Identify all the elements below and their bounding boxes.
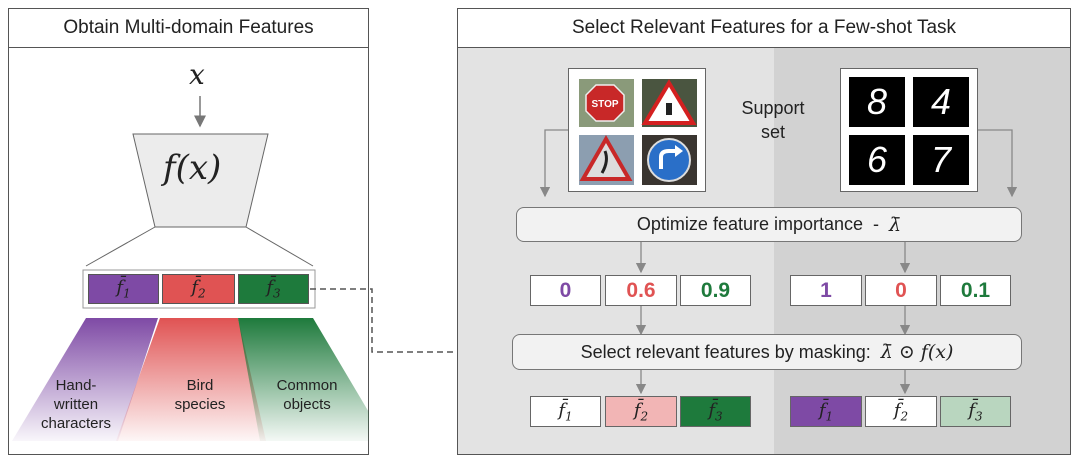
mnist-digit: 8	[849, 77, 905, 127]
left-panel: Obtain Multi-domain Features	[8, 8, 369, 455]
weight-box: 1	[790, 275, 862, 306]
mask-label: Select relevant features by masking:	[580, 341, 881, 362]
domain-handwritten	[12, 318, 158, 441]
domain-label-objects: Common objects	[276, 377, 338, 413]
feature-f1: f̄1	[88, 274, 159, 304]
output-feature-box: f̄2	[865, 396, 937, 427]
lambda-symbol: λ̄	[889, 213, 902, 236]
domain-label-handwritten: Hand- written characters	[40, 377, 112, 432]
left-panel-title: Obtain Multi-domain Features	[9, 9, 368, 48]
optimize-box: Optimize feature importance - λ̄	[516, 207, 1022, 242]
mnist-digit: 7	[913, 135, 969, 185]
weight-box: 0.6	[605, 275, 677, 306]
output-feature-box: f̄1	[790, 396, 862, 427]
weight-box: 0.9	[680, 275, 751, 306]
extractor-label: f(x)	[163, 148, 222, 188]
feature-f3: f̄3	[238, 274, 309, 304]
mnist-digit: 4	[913, 77, 969, 127]
optimize-label: Optimize feature importance -	[636, 214, 890, 234]
support-set-label: Support set	[741, 98, 805, 142]
input-x: x	[189, 58, 205, 91]
weight-box: 0	[865, 275, 937, 306]
domain-birds	[116, 318, 266, 441]
output-feature-box: f̄3	[680, 396, 751, 427]
svg-text:STOP: STOP	[591, 99, 618, 110]
mask-formula: λ̄ ⊙ f(x)	[880, 341, 954, 363]
domain-label-birds: Bird species	[174, 377, 226, 413]
mask-box: Select relevant features by masking: λ̄ …	[512, 334, 1022, 370]
output-feature-box: f̄1	[530, 396, 601, 427]
weight-box: 0	[530, 275, 601, 306]
mnist-digit-grid: 8 4 6 7	[840, 68, 978, 192]
output-feature-box: f̄3	[940, 396, 1011, 427]
output-feature-box: f̄2	[605, 396, 677, 427]
mnist-digit: 6	[849, 135, 905, 185]
right-panel-title: Select Relevant Features for a Few-shot …	[458, 9, 1070, 48]
traffic-sign-grid: STOP	[568, 68, 706, 192]
weight-box: 0.1	[940, 275, 1011, 306]
feature-f2: f̄2	[162, 274, 235, 304]
stop-sign-icon	[585, 84, 625, 122]
domain-objects	[238, 318, 369, 441]
